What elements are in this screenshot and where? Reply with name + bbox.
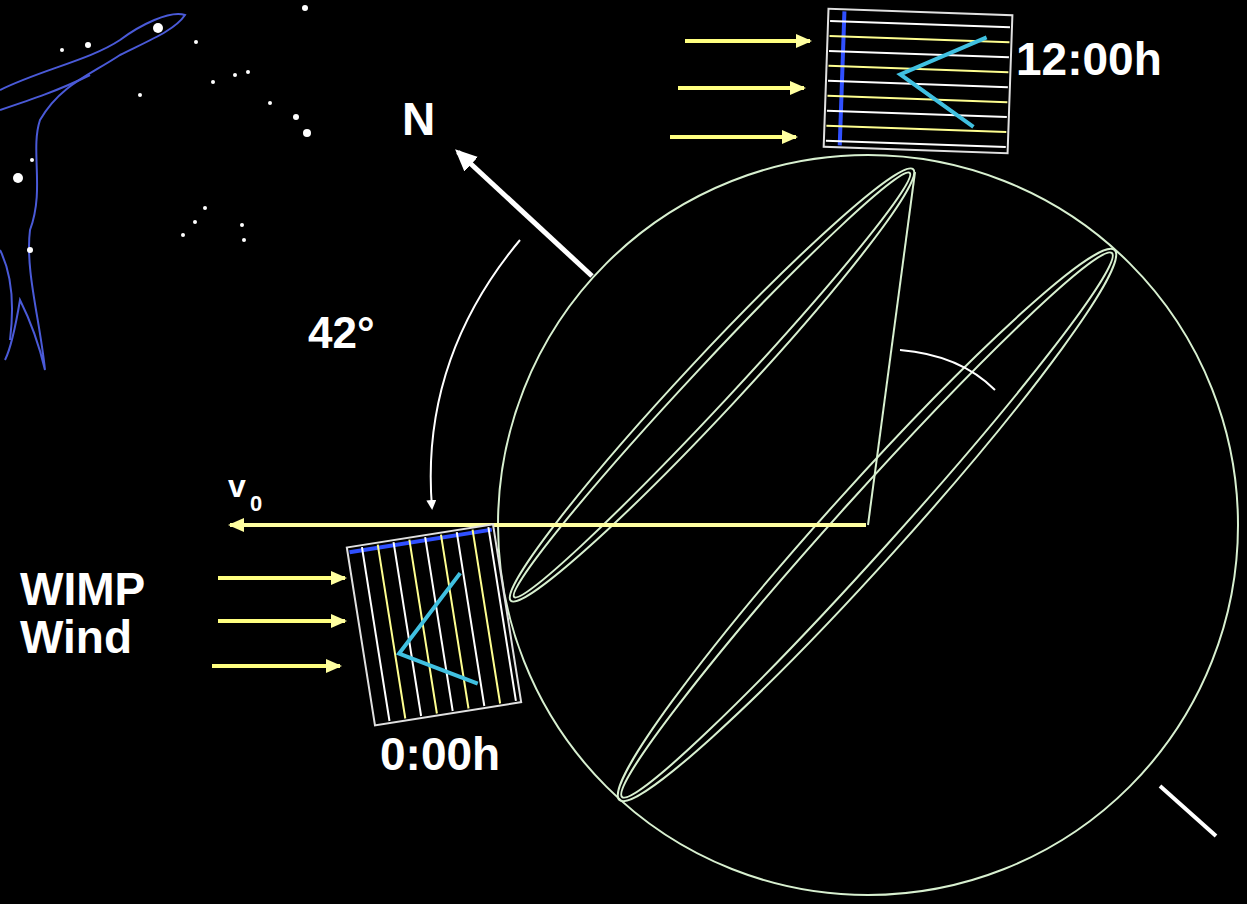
detector-midnight xyxy=(347,524,521,725)
angle-label: 42° xyxy=(308,310,375,356)
strip-line xyxy=(488,527,516,701)
strip-line xyxy=(473,530,501,704)
strip-line xyxy=(829,51,1009,57)
strip-line xyxy=(827,96,1007,102)
north-arrow xyxy=(458,152,592,276)
strip-line xyxy=(827,111,1007,117)
strip-line xyxy=(425,537,453,711)
wind-label: WIMP Wind xyxy=(20,565,200,662)
strip-line xyxy=(826,141,1006,147)
north-label: N xyxy=(402,95,435,143)
angle-arc xyxy=(431,240,520,508)
time-label: 0:00h xyxy=(380,730,500,778)
strip-line xyxy=(826,126,1006,132)
earth-globe xyxy=(490,150,1238,895)
constellation xyxy=(0,5,311,370)
velocity-subscript: 0 xyxy=(250,492,262,515)
velocity-arrow xyxy=(230,523,866,527)
strip-line xyxy=(441,535,469,709)
wind-arrows xyxy=(212,41,810,666)
time-label: 12:00h xyxy=(1016,35,1162,83)
strip-line xyxy=(362,547,390,721)
detector-noon xyxy=(824,9,1013,153)
velocity-label: v xyxy=(228,470,246,504)
strip-line xyxy=(409,540,437,714)
strip-line xyxy=(830,21,1010,27)
strip-line xyxy=(378,545,406,719)
